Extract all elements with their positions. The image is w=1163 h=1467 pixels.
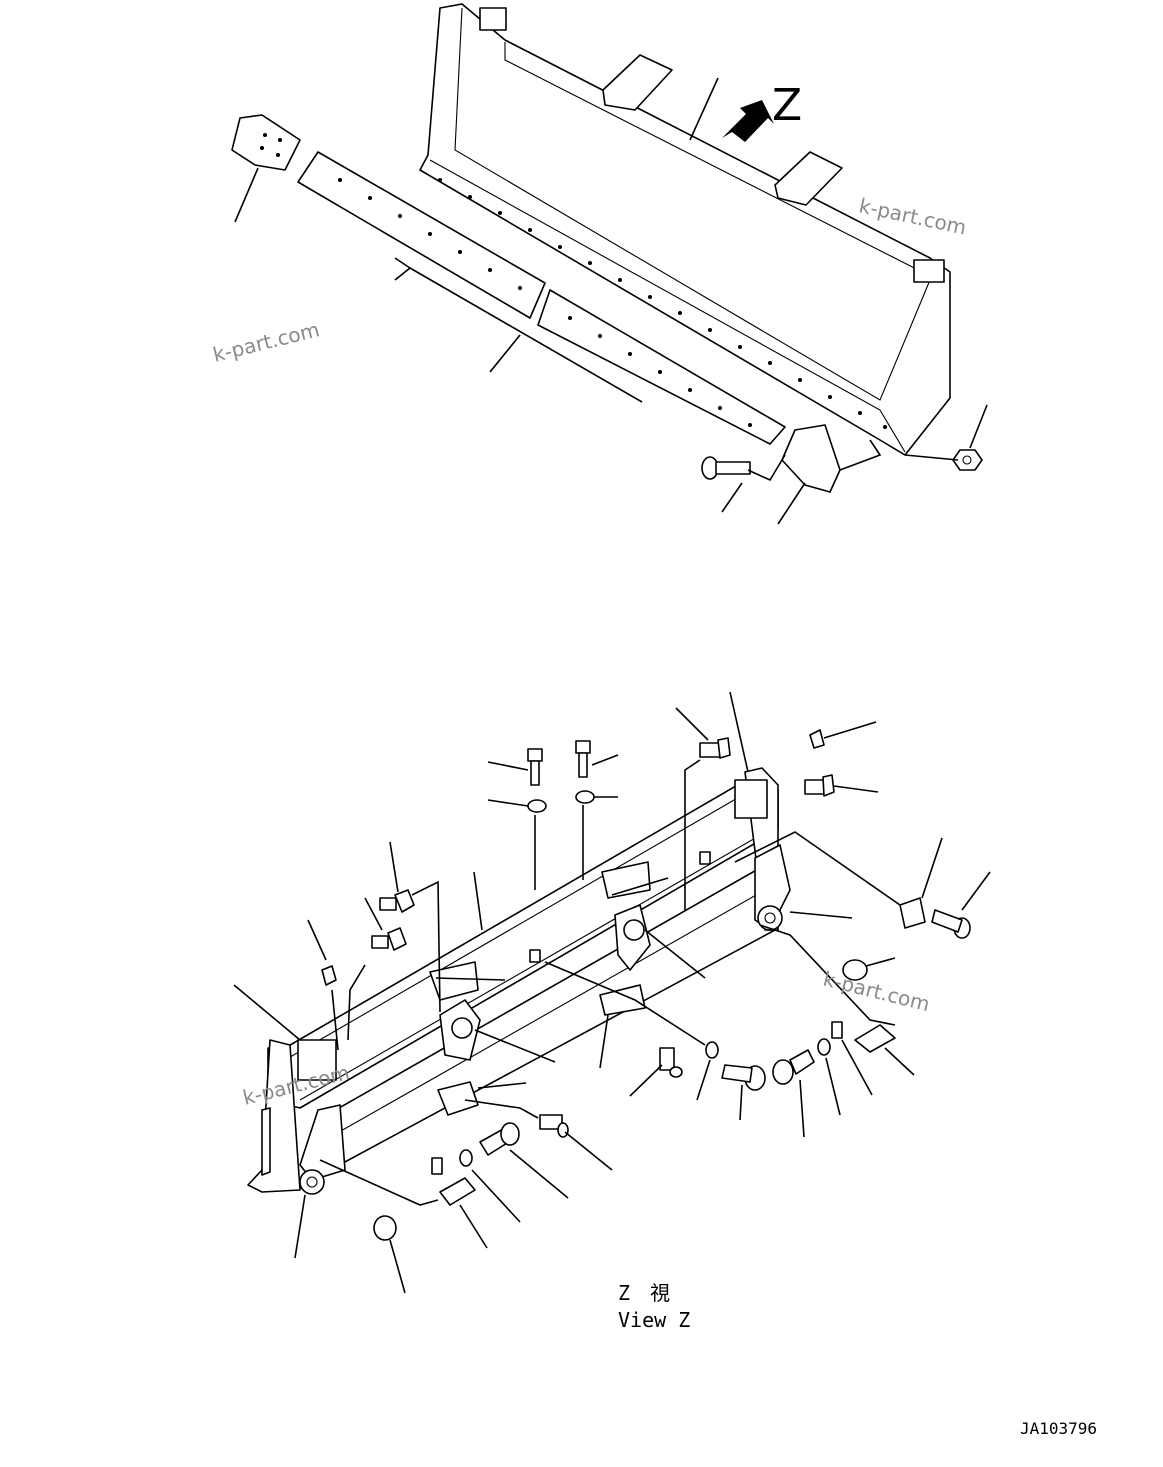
washer-right [817, 1038, 831, 1056]
leader-lines-upper [234, 77, 988, 525]
bolt-4 [772, 1049, 815, 1085]
grease-fitting-1 [379, 889, 415, 913]
grease-fitting-6 [539, 1114, 569, 1138]
cutting-edge-left [297, 151, 546, 319]
corner-box-right [734, 779, 768, 819]
cover-plate-2 [599, 984, 646, 1016]
slot-2 [529, 949, 541, 963]
drawing-number: JA103796 [1020, 1419, 1097, 1438]
leader-lines-lower [233, 691, 991, 1294]
washer-2 [575, 790, 595, 804]
frame-assembly [233, 691, 991, 1294]
plug-2 [809, 729, 825, 749]
slot [699, 851, 711, 865]
watermark: k-part.com [210, 317, 321, 367]
pivot-brackets [299, 844, 791, 1195]
washer-1 [527, 799, 547, 813]
top-bracket [479, 7, 507, 31]
end-bit-left [231, 114, 301, 171]
rear-brace-left [602, 54, 673, 111]
bushing-left [373, 1215, 397, 1241]
grease-fitting-3 [699, 737, 731, 759]
wear-plate-left [429, 961, 479, 1001]
grease-fitting-5 [659, 1047, 683, 1078]
blade-assembly: Z [231, 3, 988, 525]
pin-right [854, 1024, 896, 1053]
view-z-arrow-label: Z [772, 80, 802, 131]
washer-3 [705, 1041, 719, 1059]
bolt-1 [527, 748, 543, 786]
washer-4 [459, 1149, 473, 1167]
view-caption-en: View Z [618, 1308, 690, 1332]
plug-1 [321, 965, 337, 986]
plow-bolt [701, 456, 751, 480]
lock-plate-right [831, 1021, 843, 1039]
wear-plate-right [601, 861, 651, 899]
rear-brace-right [774, 151, 843, 206]
cover-plate [437, 1081, 479, 1116]
shim-plate [899, 897, 926, 929]
end-bit-right [781, 424, 841, 493]
cutting-edge-right [537, 289, 786, 445]
grease-fitting-4 [804, 774, 835, 797]
bolt-2 [575, 740, 591, 778]
edge-bolt-holes [438, 178, 887, 429]
top-bracket-right [913, 259, 945, 283]
watermark: k-part.com [821, 967, 932, 1017]
corner-box-left [297, 1039, 337, 1081]
view-z-arrow [722, 100, 774, 142]
bushing-right [842, 959, 868, 981]
pin-left [439, 1177, 476, 1206]
bolt-3 [931, 909, 971, 939]
cutting-edge-holes [338, 178, 752, 427]
view-caption-jp: Z 視 [618, 1281, 670, 1305]
bolt-6 [479, 1122, 520, 1156]
left-skid [261, 1107, 271, 1176]
bolt-5 [721, 1064, 766, 1091]
grease-fitting-2 [371, 927, 407, 951]
lock-plate-left [431, 1157, 443, 1175]
